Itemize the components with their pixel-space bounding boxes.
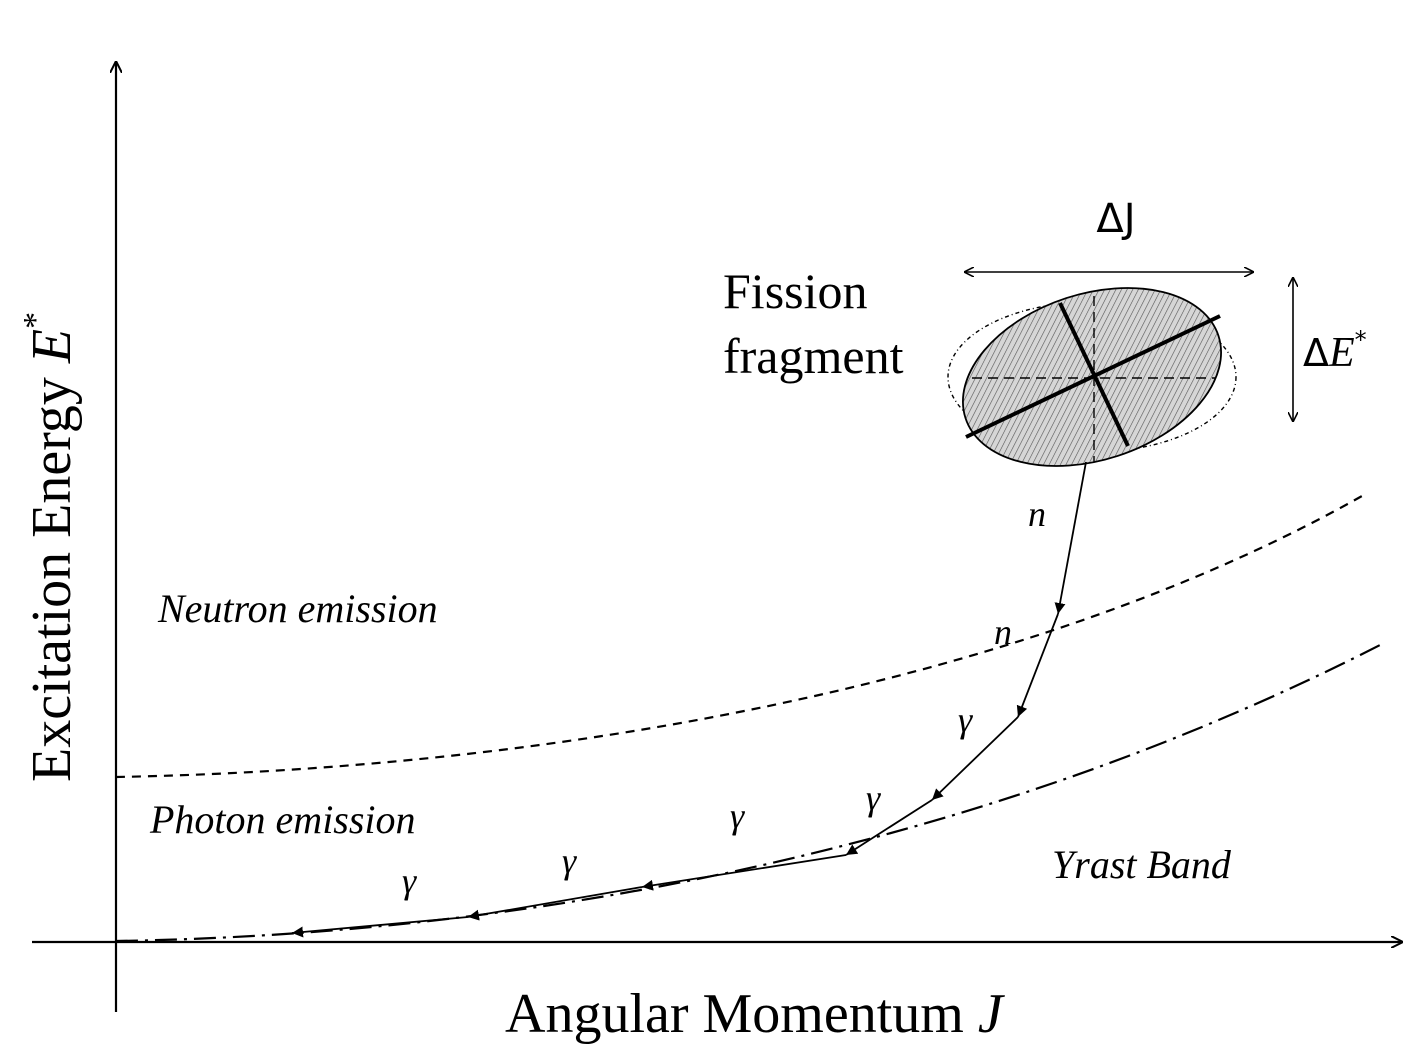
y-axis-label: Excitation Energy E* xyxy=(17,312,83,782)
x-axis-label: Angular Momentum J xyxy=(505,983,1006,1045)
gamma-step-1 xyxy=(931,716,1019,801)
gamma-step-2 xyxy=(845,799,933,856)
neutron-step-2 xyxy=(1016,613,1059,718)
gamma-label-1: γ xyxy=(958,700,973,740)
gamma-step-4 xyxy=(467,886,643,921)
yrast-band-label: Yrast Band xyxy=(1052,842,1232,887)
neutron-emission-label: Neutron emission xyxy=(157,586,438,631)
fission-fragment-label: Fission fragment xyxy=(723,263,904,384)
yrast-band-curve xyxy=(115,643,1383,943)
delta-e-label: ΔE* xyxy=(1303,326,1367,376)
gamma-label-5: γ xyxy=(402,861,417,901)
gamma-label-2: γ xyxy=(866,778,881,818)
photon-emission-label: Photon emission xyxy=(149,797,416,842)
neutron-step-1 xyxy=(1054,461,1087,615)
neutron-threshold-curve xyxy=(115,495,1363,779)
fission-fragment xyxy=(940,280,1240,470)
neutron-label-1: n xyxy=(1028,494,1046,534)
fragment-minor-axis xyxy=(1058,302,1130,447)
axes xyxy=(32,62,1402,1012)
gamma-label-3: γ xyxy=(730,796,745,836)
delta-j-label: ΔJ xyxy=(1096,196,1135,242)
gamma-label-4: γ xyxy=(562,841,577,881)
cascade-labels: n n γ γ γ γ γ xyxy=(402,494,1046,901)
gamma-step-3 xyxy=(641,854,847,891)
neutron-label-2: n xyxy=(994,612,1012,652)
gamma-step-5 xyxy=(291,916,469,938)
decay-cascade xyxy=(291,461,1087,938)
